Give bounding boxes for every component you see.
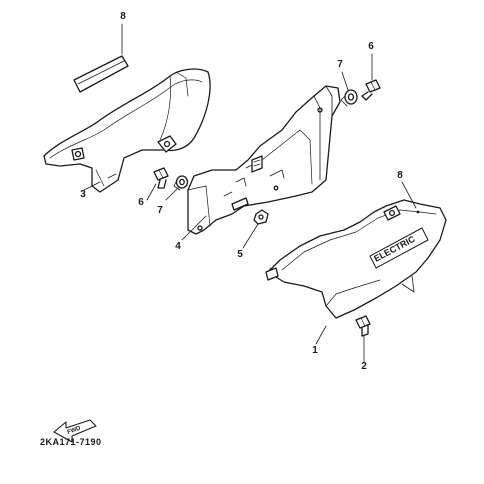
callout-8-upper: 8 [120, 11, 126, 22]
emblem-decal-upper [73, 55, 129, 93]
collar-middle [173, 175, 189, 191]
grommet [253, 209, 269, 225]
callout-5: 5 [237, 249, 243, 260]
callout-6-upper: 6 [368, 41, 374, 52]
callout-2: 2 [361, 361, 367, 372]
screw-middle [153, 167, 169, 189]
callout-6-middle: 6 [138, 197, 144, 208]
callout-4: 4 [175, 241, 181, 252]
callout-7-upper: 7 [337, 59, 343, 70]
mounting-bracket [187, 85, 341, 235]
forward-direction-arrow [53, 419, 97, 443]
side-cover-left [43, 68, 211, 193]
drawing-code: 2KA171-7190 [40, 437, 102, 447]
callout-3: 3 [80, 189, 86, 200]
screw-lower [355, 315, 371, 337]
direction-arrow-text: FWD [67, 425, 83, 436]
collar-upper [340, 89, 358, 107]
callout-7-middle: 7 [157, 205, 163, 216]
screw-upper [361, 79, 381, 101]
callout-8-right: 8 [397, 170, 403, 181]
side-cover-right [265, 199, 447, 319]
leader-lines [83, 23, 417, 363]
callout-1: 1 [312, 345, 318, 356]
